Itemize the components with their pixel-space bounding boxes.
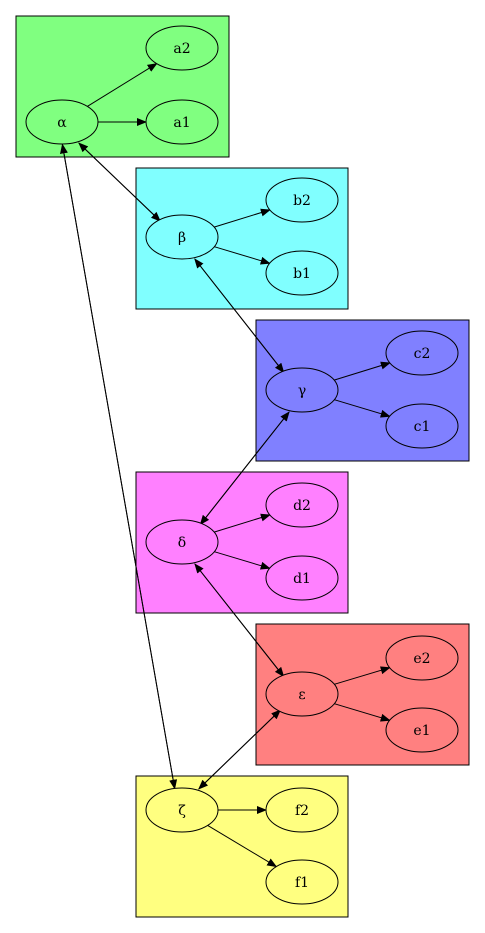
edge-beta-to-b2 [213,208,271,228]
edge-beta-to-b1 [214,246,271,265]
node-a1: a1 [145,99,219,145]
node-ellipse-c1 [385,403,459,449]
edge-delta-to-gamma [200,411,290,525]
node-label-gamma: γ [298,383,306,399]
node-label-e1: e1 [413,723,430,739]
node-ellipse-d1 [265,555,339,601]
clusters-layer [15,15,470,918]
node-label-b1: b1 [293,266,311,282]
node-delta: δ [145,519,219,565]
node-label-d1: d1 [293,571,311,587]
edge-delta-to-d2 [213,513,271,533]
edges-layer [60,63,391,868]
node-label-f2: f2 [295,803,309,819]
node-label-c1: c1 [414,419,431,435]
edge-epsilon-to-e2 [334,666,391,685]
edge-gamma-to-c1 [334,399,391,418]
node-ellipse-beta [145,214,219,260]
node-label-b2: b2 [293,193,311,209]
node-c1: c1 [385,403,459,449]
edge-gamma-to-c2 [333,361,391,381]
node-label-e2: e2 [413,651,430,667]
edge-gamma-to-beta [194,258,285,373]
node-ellipse-b2 [265,177,339,223]
node-a2: a2 [145,25,219,71]
edge-delta-to-d1 [214,551,271,570]
node-epsilon: ε [265,671,339,717]
edge-alpha-to-a2 [87,63,158,107]
node-d2: d2 [265,482,339,528]
nodes-layer: α a2 a1 β b2 b1 γ c2 c1 δ d2 d1 ε e2 e1 ζ f2 f1 [25,25,459,905]
node-label-beta: β [178,230,186,246]
node-b1: b1 [265,250,339,296]
node-d1: d1 [265,555,339,601]
node-ellipse-d2 [265,482,339,528]
node-ellipse-f2 [265,787,339,833]
node-label-a2: a2 [173,41,190,57]
node-ellipse-epsilon [265,671,339,717]
node-label-d2: d2 [293,498,311,514]
edge-zeta-to-epsilon [198,709,282,790]
node-f1: f1 [265,859,339,905]
edge-epsilon-to-e1 [334,703,391,722]
node-ellipse-a1 [145,99,219,145]
node-ellipse-zeta [145,787,219,833]
node-ellipse-e1 [385,707,459,753]
edge-zeta-to-alpha [60,143,176,789]
node-gamma: γ [265,367,339,413]
node-ellipse-c2 [385,330,459,376]
node-b2: b2 [265,177,339,223]
node-alpha: α [25,99,99,145]
node-f2: f2 [265,787,339,833]
node-ellipse-e2 [385,635,459,681]
node-label-c2: c2 [414,346,431,362]
node-e1: e1 [385,707,459,753]
node-label-zeta: ζ [178,803,186,819]
node-beta: β [145,214,219,260]
edge-zeta-to-f1 [207,824,278,868]
node-ellipse-alpha [25,99,99,145]
node-ellipse-gamma [265,367,339,413]
node-e2: e2 [385,635,459,681]
node-label-delta: δ [178,535,186,551]
edge-epsilon-to-delta [194,563,284,677]
node-label-f1: f1 [295,875,309,891]
node-zeta: ζ [145,787,219,833]
node-ellipse-a2 [145,25,219,71]
node-label-alpha: α [57,115,67,131]
node-c2: c2 [385,330,459,376]
node-ellipse-f1 [265,859,339,905]
node-ellipse-b1 [265,250,339,296]
node-label-epsilon: ε [298,687,305,703]
node-label-a1: a1 [173,115,190,131]
edge-beta-to-alpha [78,142,161,222]
node-ellipse-delta [145,519,219,565]
